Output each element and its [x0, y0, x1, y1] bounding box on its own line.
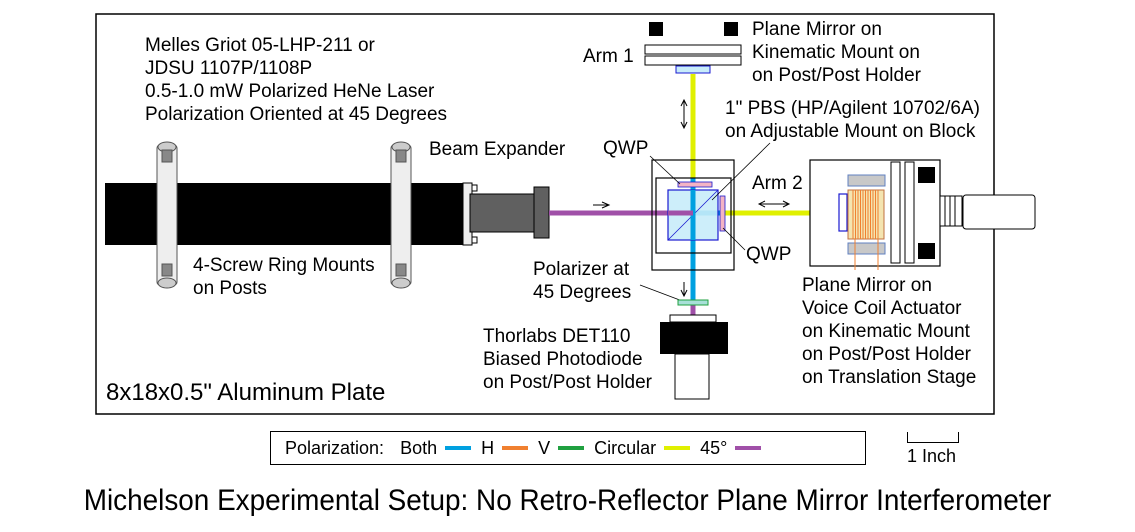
laser-label-line: 0.5-1.0 mW Polarized HeNe Laser [145, 81, 435, 102]
arm1-mirror-label-line: on Post/Post Holder [752, 65, 921, 86]
polarizer-label-line: Polarizer at [533, 259, 630, 280]
legend-item-45deg: 45° [700, 437, 762, 459]
photodiode-detector [660, 314, 728, 400]
legend-label: H [481, 437, 495, 458]
detector-label-line: Biased Photodiode [483, 349, 643, 370]
laser-label-line: JDSU 1107P/1108P [145, 58, 313, 79]
arm1-label: Arm 1 [583, 46, 634, 67]
legend-swatch [664, 446, 691, 450]
legend-title: Polarization: [285, 437, 385, 458]
legend-swatch [445, 446, 472, 450]
ring-mounts-label: 4-Screw Ring Mounts on Posts [193, 254, 375, 300]
scale-bar: 1 Inch [907, 432, 959, 467]
beam-expander-body [469, 193, 535, 233]
legend-label: V [538, 437, 551, 458]
plate-label: 8x18x0.5" Aluminum Plate [106, 379, 386, 406]
laser-label-line: Polarization Oriented at 45 Degrees [145, 104, 448, 125]
pbs-mount-inner [655, 177, 732, 254]
polarizer-label: Polarizer at 45 Degrees [533, 258, 631, 304]
arrow-right-icon [593, 201, 611, 209]
legend-label: Both [400, 437, 438, 458]
laser-tab [471, 184, 478, 192]
pbs-label-line: 1" PBS (HP/Agilent 10702/6A) [725, 98, 980, 119]
ring-mount-right [390, 141, 412, 289]
legend-item-h: H [481, 437, 529, 459]
legend-swatch [735, 446, 762, 450]
leader-qwp-right [722, 227, 746, 251]
pbs-label-line: on Adjustable Mount on Block [725, 121, 976, 142]
figure-title: Michelson Experimental Setup: No Retro-R… [83, 484, 1052, 517]
polarizer-label-line: 45 Degrees [533, 282, 632, 303]
arm1-mirror-label: Plane Mirror on Kinematic Mount on on Po… [752, 18, 921, 87]
arm2-voice-coil-mount [809, 159, 1036, 270]
qwp-right-label: QWP [746, 244, 792, 265]
arm2-mirror-label-line: Plane Mirror on [802, 275, 932, 296]
detector-label-line: Thorlabs DET110 [483, 326, 631, 347]
legend-item-both: Both [400, 437, 472, 459]
arm2-label: Arm 2 [752, 173, 803, 194]
detector-label: Thorlabs DET110 Biased Photodiode on Pos… [483, 325, 652, 394]
arrow-down-icon [680, 282, 688, 298]
arm2-mirror-label-line: Voice Coil Actuator [802, 298, 962, 319]
qwp-top [677, 181, 713, 188]
legend-swatch [502, 446, 529, 450]
ring-mounts-label-line: 4-Screw Ring Mounts [193, 255, 375, 276]
arrow-updown-icon [680, 98, 688, 130]
arm1-mirror-mount [644, 22, 742, 74]
arm1-mirror-label-line: Kinematic Mount on [752, 42, 920, 63]
qwp-top-label: QWP [603, 138, 649, 159]
detector-label-line: on Post/Post Holder [483, 372, 652, 393]
qwp-right [719, 195, 726, 232]
arm2-mirror-label: Plane Mirror on Voice Coil Actuator on K… [802, 274, 976, 389]
polarizer [677, 299, 709, 306]
arm2-mirror-label-line: on Kinematic Mount [802, 321, 970, 342]
leader-pbs [711, 142, 771, 201]
ring-mount-left [156, 141, 178, 289]
arm2-mirror-label-line: on Translation Stage [802, 367, 977, 388]
ring-mounts-label-line: on Posts [193, 278, 267, 299]
pbs-label: 1" PBS (HP/Agilent 10702/6A) on Adjustab… [725, 97, 980, 143]
arrow-leftright-icon [757, 200, 791, 208]
beam-expander-lens [533, 186, 550, 239]
legend-label: 45° [700, 437, 728, 458]
polarization-legend: Polarization: Both H V Circular 45° [270, 431, 866, 465]
legend-swatch [558, 446, 585, 450]
legend-item-v: V [538, 437, 585, 459]
pbs-mount-outer [651, 159, 735, 271]
leader-polarizer [639, 284, 686, 303]
legend-item-circular: Circular [594, 437, 691, 459]
beam-expander-label: Beam Expander [429, 139, 566, 160]
laser-label-line: Melles Griot 05-LHP-211 or [145, 35, 375, 56]
scale-bar-line [907, 432, 959, 443]
legend-label: Circular [594, 437, 657, 458]
laser-label: Melles Griot 05-LHP-211 or JDSU 1107P/11… [145, 34, 447, 126]
laser-tab [471, 236, 478, 244]
arm1-mirror-label-line: Plane Mirror on [752, 19, 882, 40]
leader-qwp-top [649, 155, 681, 185]
arm2-mirror-label-line: on Post/Post Holder [802, 344, 971, 365]
scale-bar-label: 1 Inch [907, 446, 957, 466]
